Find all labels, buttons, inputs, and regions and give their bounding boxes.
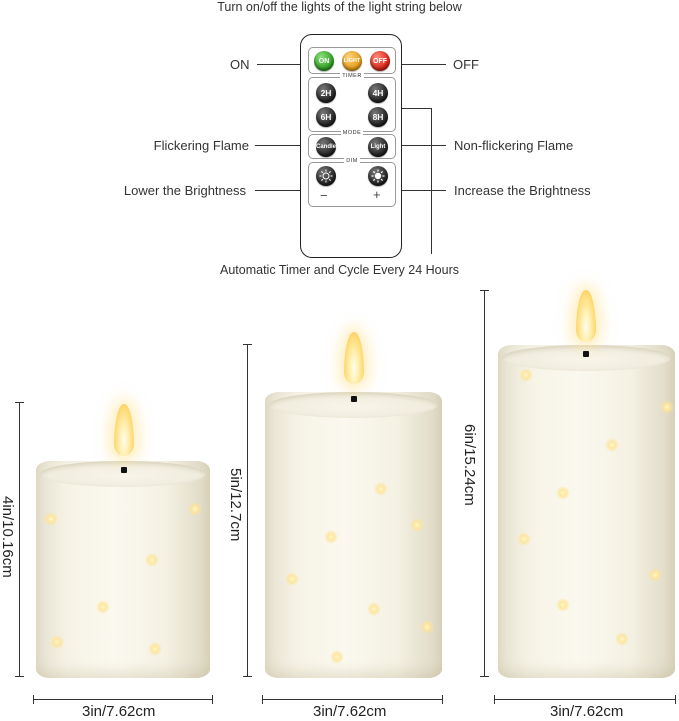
led-light — [330, 650, 344, 664]
led-light — [374, 482, 388, 496]
light-button[interactable]: LIGHT — [342, 51, 362, 71]
led-light — [188, 502, 202, 516]
candle-medium-height-line — [247, 344, 248, 676]
timer-4h-button[interactable]: 4H — [368, 83, 388, 103]
led-light — [50, 635, 64, 649]
mode-panel: MODE Candle Light — [308, 130, 396, 159]
candle-small-height-label: 4in/10.16cm — [0, 496, 16, 578]
led-light — [44, 512, 58, 526]
candle-small-width-line — [33, 699, 213, 700]
candle-medium-width-tick-right — [442, 695, 443, 704]
timer-6h-button[interactable]: 6H — [316, 107, 336, 127]
led-light — [517, 532, 531, 546]
candle-medium-flame — [344, 332, 364, 384]
power-panel: ON LIGHT OFF — [308, 47, 396, 74]
candle-large-flame — [576, 290, 596, 342]
candle-large-width-tick-right — [675, 695, 676, 704]
timer-2h-button[interactable]: 2H — [316, 83, 336, 103]
dim-section-label: DIM — [344, 158, 360, 164]
timer-panel: TIMER 2H 4H 6H 8H — [308, 73, 396, 132]
increase-leader-line — [398, 190, 446, 191]
candle-small-flame — [114, 404, 134, 456]
off-button[interactable]: OFF — [370, 51, 390, 71]
candle-small-width-tick-left — [33, 695, 34, 704]
candle-large-height-tick-top — [480, 290, 489, 291]
timer-bracket-vertical — [431, 108, 432, 254]
mode-section-label: MODE — [340, 130, 364, 136]
candle-large-height-line — [484, 290, 485, 676]
led-light — [605, 438, 619, 452]
off-label: OFF — [453, 57, 479, 72]
on-button[interactable]: ON — [314, 51, 334, 71]
off-leader-line — [398, 64, 446, 65]
bright-sun-icon — [371, 169, 385, 183]
lower-leader-line — [255, 190, 305, 191]
lower-brightness-label: Lower the Brightness — [123, 183, 246, 198]
dim-down-button[interactable] — [316, 166, 336, 186]
led-light — [96, 600, 110, 614]
heading: Turn on/off the lights of the light stri… — [217, 0, 462, 14]
timer-section-label: TIMER — [340, 73, 364, 79]
on-leader-line — [257, 64, 305, 65]
candle-mode-button[interactable]: Candle — [316, 137, 336, 157]
candle-large-top — [502, 345, 671, 371]
candle-medium-width-tick-left — [262, 695, 263, 704]
flickering-label: Flickering Flame — [153, 138, 249, 153]
candle-large-height-label: 6in/15.24cm — [461, 424, 478, 506]
led-light — [285, 572, 299, 586]
led-light — [145, 553, 159, 567]
candle-medium — [265, 392, 442, 678]
candle-large-wick — [583, 351, 589, 357]
non-flickering-leader-line — [398, 145, 446, 146]
candle-small-height-tick-top — [15, 402, 24, 403]
candle-medium-height-label: 5in/12.7cm — [227, 468, 244, 542]
led-light — [660, 400, 674, 414]
candle-large-width-line — [494, 699, 676, 700]
candle-small-height-line — [19, 402, 20, 676]
candle-small-width-tick-right — [212, 695, 213, 704]
led-light — [556, 486, 570, 500]
led-light — [648, 568, 662, 582]
candle-small-width-label: 3in/7.62cm — [82, 703, 156, 720]
led-light — [519, 368, 533, 382]
candle-small-top — [40, 461, 206, 487]
candle-large-width-label: 3in/7.62cm — [550, 703, 624, 720]
on-label: ON — [230, 57, 250, 72]
plus-sign: + — [373, 187, 381, 202]
non-flickering-label: Non-flickering Flame — [454, 138, 574, 153]
dim-sun-icon — [319, 169, 333, 183]
candle-medium-height-tick-top — [243, 344, 252, 345]
timer-8h-button[interactable]: 8H — [368, 107, 388, 127]
dim-panel: DIM − — [308, 158, 396, 207]
minus-sign: − — [320, 188, 328, 203]
led-light — [615, 632, 629, 646]
candle-medium-wick — [351, 396, 357, 402]
candle-medium-width-line — [262, 699, 443, 700]
led-light — [148, 642, 162, 656]
candle-medium-width-label: 3in/7.62cm — [313, 703, 387, 720]
remote-control: ON LIGHT OFF TIMER 2H 4H 6H 8H MODE Cand… — [300, 34, 402, 258]
candle-small-height-tick-bottom — [15, 676, 24, 677]
dim-up-button[interactable] — [368, 166, 388, 186]
candle-large-height-tick-bottom — [480, 676, 489, 677]
candle-small — [36, 461, 210, 678]
increase-brightness-label: Increase the Brightness — [454, 183, 591, 198]
led-light — [367, 602, 381, 616]
light-mode-button[interactable]: Light — [368, 137, 388, 157]
led-light — [410, 518, 424, 532]
flickering-leader-line — [255, 145, 305, 146]
timer-note: Automatic Timer and Cycle Every 24 Hours — [220, 263, 459, 277]
candle-small-wick — [121, 467, 127, 473]
timer-bracket-top — [398, 108, 432, 109]
led-light — [556, 598, 570, 612]
candle-large-width-tick-left — [494, 695, 495, 704]
candle-medium-height-tick-bottom — [243, 676, 252, 677]
candle-large — [498, 345, 675, 678]
led-light — [420, 620, 434, 634]
led-light — [324, 530, 338, 544]
